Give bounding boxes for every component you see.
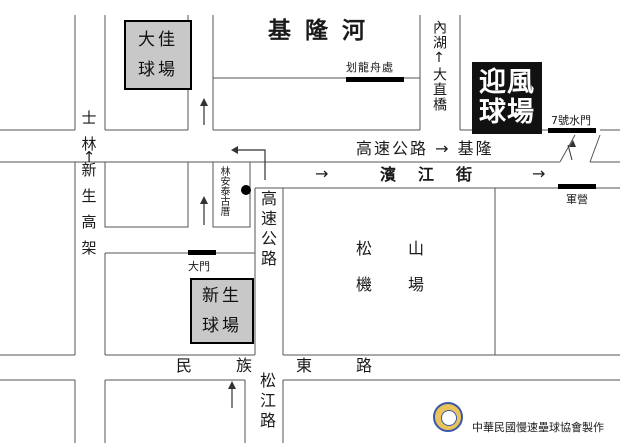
gate-arrow-head [569,140,576,147]
main-gate-bar [188,250,216,255]
shilin-xinsheng-label: 士 林 ↑ 新 生 高 架 [81,109,97,257]
songjiang-road-label: 松江路 [257,372,276,432]
dajia-ballpark[interactable]: 大佳 球場 [124,20,192,90]
songshan-airport-label: 松 山 機 場 [356,239,435,294]
expressway-keelung-label: 高速公路 → 基隆 [356,139,494,158]
credit-text: 中華民國慢速壘球協會製作 [472,421,604,434]
main-gate-label: 大門 [188,260,210,273]
dragon-boat-label: 划龍舟處 [346,61,394,74]
up-arrow-head [228,381,236,389]
binjiang-street-label: 濱 江 街 [380,165,476,184]
lin-antai-marker [241,185,251,195]
up-arrow-head [200,196,208,204]
gate-ramp [589,134,601,163]
gate7-bar [548,128,596,133]
gate-ramp [559,134,576,163]
dajia-ballpark-label: 大佳 球場 [138,30,178,80]
arrow-right: → [532,164,546,183]
expressway-vertical-label: 高速公路 [258,190,277,270]
softball-association-logo [433,402,463,432]
dragon-boat-bar [346,77,404,82]
gate-arrow [567,144,573,161]
neihu-dazhi-label: 內湖↑大直橋 [431,20,447,112]
city-block [104,161,189,228]
turn-arrow [235,149,266,180]
logo-inner-icon [441,410,457,426]
gate7-label: 7號水門 [551,114,591,127]
minzu-east-road-label: 民 族 東 路 [176,356,377,375]
military-camp-bar [558,184,596,189]
city-block [212,161,251,228]
arrow-right: → [315,164,329,183]
lin-antai-label: 林安泰古厝 [218,166,248,225]
xinsheng-ballpark[interactable]: 新生 球場 [190,278,254,344]
military-camp-label: 軍營 [566,193,588,206]
river-label: 基隆河 [268,18,379,44]
lin-antai-text: 林安泰古厝 [218,166,229,216]
up-arrow-head [200,98,208,106]
turn-arrow-head [231,146,238,154]
xinsheng-ballpark-label: 新生 球場 [202,286,242,336]
yingfeng-ballpark-label: 迎風 球場 [479,67,535,128]
yingfeng-ballpark[interactable]: 迎風 球場 [472,62,542,134]
